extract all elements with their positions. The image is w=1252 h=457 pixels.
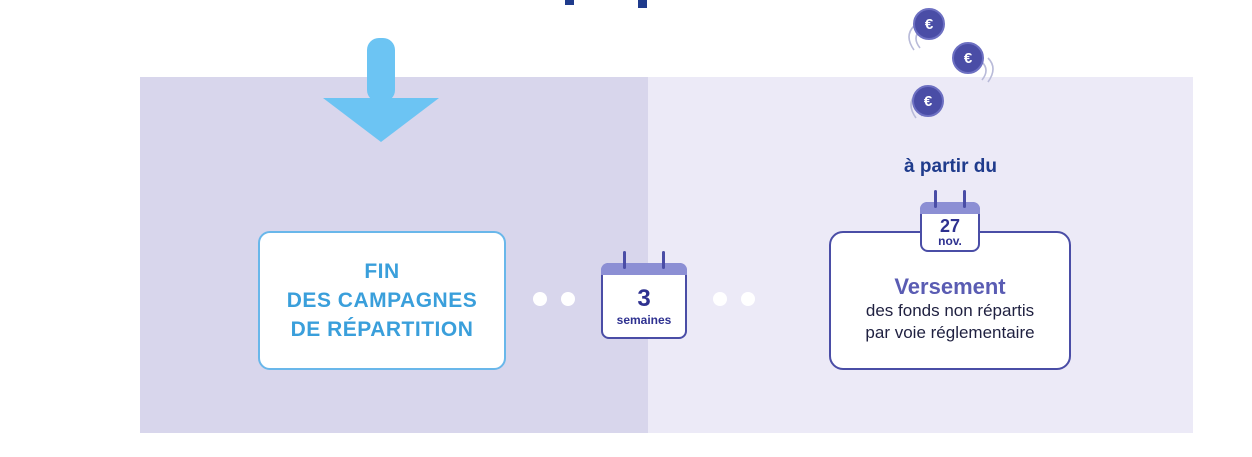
down-arrow-icon [323,38,439,142]
calendar-icon: 27 nov. [920,186,980,252]
payment-subtitle-line: des fonds non répartis [865,300,1035,320]
box-line: FIN [364,260,400,283]
connector-dot [741,292,755,306]
euro-coin-icon: € [952,42,984,74]
calendar-ring [623,251,626,269]
date-month: nov. [938,233,962,248]
euro-coin-icon: € [913,8,945,40]
euro-coin-icon: € [912,85,944,117]
from-date-label: à partir du [904,156,997,177]
end-of-campaigns-box: FIN DES CAMPAGNES DE RÉPARTITION [258,231,506,370]
connector-dot [713,292,727,306]
motion-lines-icon [981,57,994,83]
calendar-header [601,263,687,275]
calendar-body: 3 semaines [601,263,687,339]
calendar-ring [963,190,966,208]
delay-unit: semaines [616,313,672,327]
payment-subtitle-line: par voie réglementaire [865,322,1035,342]
box-line: DE RÉPARTITION [290,318,474,341]
cropped-title-fragment [565,0,647,8]
delay-number: 3 [637,285,651,312]
calendar-ring [934,190,937,208]
connector-dot [561,292,575,306]
calendar-icon: 3 semaines [601,247,687,339]
box-line: DES CAMPAGNES [286,289,478,312]
calendar-ring [662,251,665,269]
calendar-header [920,202,980,214]
date-day: 27 [939,215,961,236]
payment-title: Versement [894,273,1006,299]
connector-dot [533,292,547,306]
